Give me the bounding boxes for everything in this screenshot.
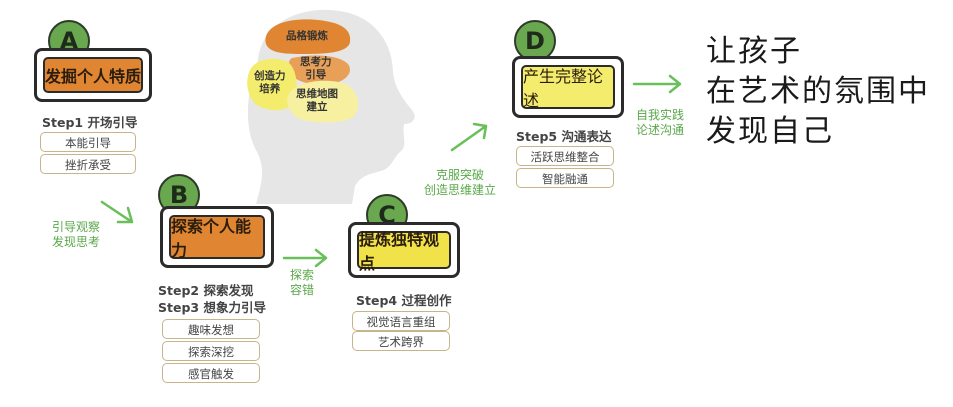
step-a-line: Step1 开场引导 <box>42 115 138 130</box>
connector-ab-text: 引导观察 发现思考 <box>52 220 101 249</box>
step-a-item-2: 挫折承受 <box>40 154 136 174</box>
step-a-title: 发掘个人特质 <box>43 57 143 93</box>
step-b-line-2: Step3 想象力引导 <box>158 300 266 315</box>
slogan-line-2: 在艺术的氛围中 <box>706 74 930 109</box>
step-c-line: Step4 过程创作 <box>356 293 452 308</box>
step-b-item-1: 趣味发想 <box>162 319 260 339</box>
connector-bc-text: 探索 容错 <box>290 268 315 297</box>
arrow-a-to-b <box>100 200 134 224</box>
brain-region-middle <box>288 55 350 85</box>
brain-region-bottom <box>287 80 359 123</box>
step-a-card: 发掘个人特质 <box>34 48 152 102</box>
step-d-title: 产生完整论述 <box>521 65 615 110</box>
step-c-item-2: 艺术跨界 <box>352 331 450 351</box>
step-b-card: 探索个人能力 <box>160 206 274 268</box>
step-b-item-3: 感官触发 <box>162 363 260 383</box>
brain-label-top: 品格锻炼 <box>286 30 328 42</box>
step-d-line: Step5 沟通表达 <box>516 129 612 144</box>
step-a-item-1: 本能引导 <box>40 132 136 152</box>
connector-d-out-text: 自我实践 论述沟通 <box>636 108 685 137</box>
step-b-item-2: 探索深挖 <box>162 341 260 361</box>
arrow-b-to-c <box>282 248 328 268</box>
step-b-title: 探索个人能力 <box>169 215 265 260</box>
brain-label-left: 创造力 培养 <box>254 70 286 95</box>
arrow-c-to-d <box>450 122 488 152</box>
brain-label-bottom: 思维地图 建立 <box>296 88 338 113</box>
step-d-item-1: 活跃思维整合 <box>516 146 614 166</box>
brain-region-top <box>265 19 351 54</box>
brain-label-middle: 思考力 引导 <box>300 56 332 81</box>
step-c-card: 提炼独特观点 <box>348 222 460 278</box>
step-d-card: 产生完整论述 <box>512 56 624 118</box>
connector-cd-text: 克服突破 创造思维建立 <box>424 168 497 197</box>
badge-d: D <box>514 20 556 62</box>
slogan-line-1: 让孩子 <box>706 34 802 69</box>
step-b-line-1: Step2 探索发现 <box>158 283 254 298</box>
brain-region-left <box>247 58 297 111</box>
step-c-item-1: 视觉语言重组 <box>352 311 450 331</box>
step-d-item-2: 智能融通 <box>516 168 614 188</box>
step-c-title: 提炼独特观点 <box>357 230 451 273</box>
arrow-d-out <box>632 74 682 94</box>
slogan-line-3: 发现自己 <box>706 114 834 149</box>
